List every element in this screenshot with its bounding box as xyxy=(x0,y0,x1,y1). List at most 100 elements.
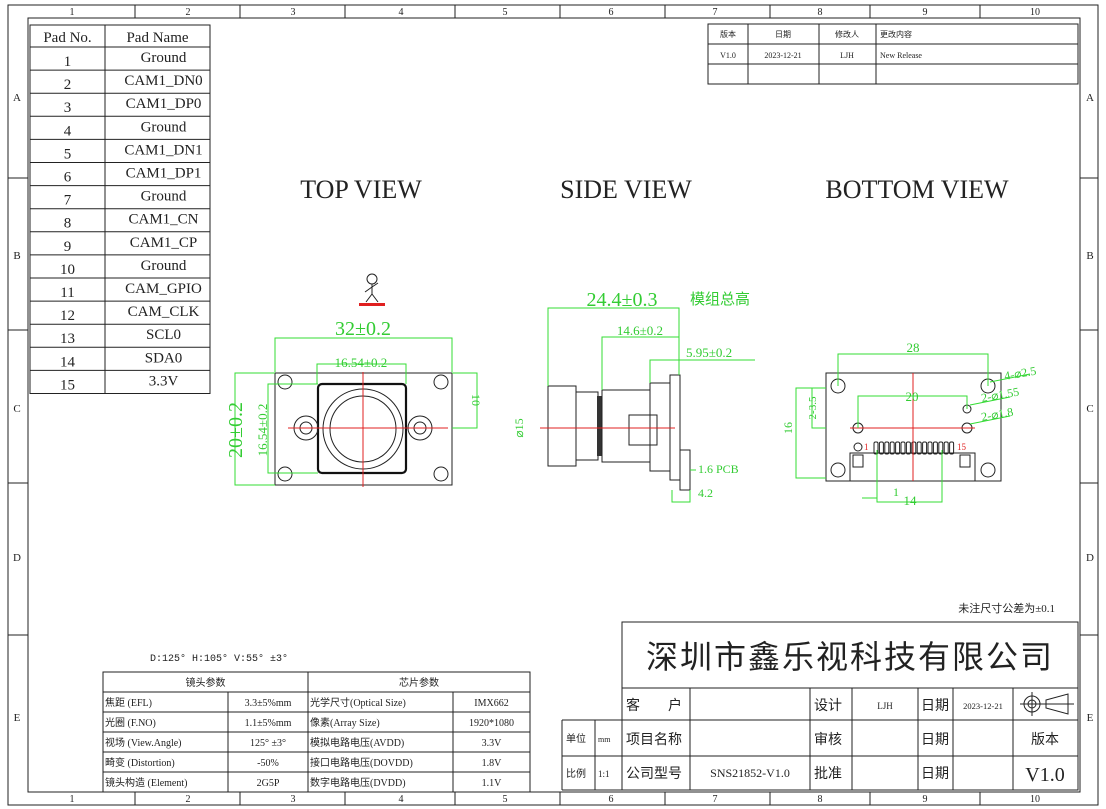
lens-param-value: 3.3±5%mm xyxy=(245,698,292,709)
pad-number: 11 xyxy=(60,285,74,301)
connector-pin xyxy=(943,441,949,455)
row-label: D xyxy=(13,552,21,564)
pad-number: 9 xyxy=(64,239,72,255)
connector-pin xyxy=(922,441,928,455)
unit-label: 单位 xyxy=(566,732,586,745)
approve-label: 批准 xyxy=(814,766,842,782)
dim-d1: 14.6±0.2 xyxy=(617,323,663,338)
dim-offset: 10 xyxy=(469,394,483,406)
pad-name: Ground xyxy=(141,258,187,274)
pin-15-label: 15 xyxy=(957,442,967,452)
col-label: 1 xyxy=(70,7,75,18)
lens-params-header: 镜头参数 xyxy=(186,676,226,689)
dim-pitch: 1 xyxy=(893,485,899,499)
pad-name: CAM_GPIO xyxy=(125,281,202,297)
col-label: 2 xyxy=(186,7,191,18)
pin-1-label: 1 xyxy=(864,442,869,452)
row-label: B xyxy=(13,250,20,262)
lens-param-value: -50% xyxy=(257,758,279,769)
col-label: 6 xyxy=(609,7,614,18)
chip-param-value: 3.3V xyxy=(482,738,503,749)
row-label: D xyxy=(1086,552,1094,564)
scale-value: 1:1 xyxy=(598,769,610,779)
col-label: 5 xyxy=(503,794,508,805)
col-label: 3 xyxy=(291,794,296,805)
scale-label: 比例 xyxy=(566,767,586,780)
connector-pin xyxy=(884,441,890,455)
pad-name: Ground xyxy=(141,50,187,66)
chip-param-label: 光学尺寸(Optical Size) xyxy=(310,696,406,709)
col-label: 10 xyxy=(1030,794,1040,805)
pad-number: 5 xyxy=(64,146,72,162)
view-titles: TOP VIEW SIDE VIEW BOTTOM VIEW xyxy=(300,175,1009,204)
top-view-drawing: 32±0.2 16.54±0.2 20±0.2 16.54±0.2 10 xyxy=(225,273,483,487)
connector-pin xyxy=(932,441,938,455)
pad-name: Ground xyxy=(141,119,187,135)
tolerance-note: 未注尺寸公差为±0.1 xyxy=(958,601,1055,615)
pad-number: 2 xyxy=(64,77,72,93)
dim-lens-width: 16.54±0.2 xyxy=(335,355,388,370)
title-block: 深圳市鑫乐视科技有限公司 客 户 设计 LJH 日期 2023-12-21 单位… xyxy=(561,621,1079,791)
col-label: 2 xyxy=(186,794,191,805)
projection-symbol-icon xyxy=(1020,692,1074,716)
row-label: E xyxy=(1087,712,1094,724)
chip-param-value: IMX662 xyxy=(474,698,508,709)
dim-lens-height: 16.54±0.2 xyxy=(255,404,270,457)
pad-number: 1 xyxy=(64,54,72,70)
pad-name: CAM1_DP0 xyxy=(126,96,202,112)
connector-pin xyxy=(911,441,917,455)
chip-param-label: 模拟电路电压(AVDD) xyxy=(310,736,404,749)
connector-pin xyxy=(889,441,895,455)
row-label: E xyxy=(14,712,21,724)
pad-no-header: Pad No. xyxy=(43,30,91,46)
chip-param-label: 接口电路电压(DOVDD) xyxy=(310,756,413,769)
connector-pin xyxy=(938,441,944,455)
connector-pin xyxy=(905,441,911,455)
pad-name: Ground xyxy=(141,189,187,205)
review-label: 审核 xyxy=(814,732,842,748)
design-label: 设计 xyxy=(814,698,842,714)
designer-value: LJH xyxy=(877,701,893,711)
row-label: A xyxy=(1086,92,1094,104)
date-label: 日期 xyxy=(921,732,949,748)
pad-number: 12 xyxy=(60,308,75,324)
date-value: 2023-12-21 xyxy=(963,701,1003,711)
pad-name: CAM1_DN1 xyxy=(124,142,202,158)
outer-frame xyxy=(7,4,1099,806)
rev-cell: New Release xyxy=(880,51,922,60)
pad-number: 4 xyxy=(64,123,72,139)
rev-header: 日期 xyxy=(775,30,791,39)
col-label: 8 xyxy=(818,7,823,18)
company-name: 深圳市鑫乐视科技有限公司 xyxy=(646,639,1054,675)
project-label: 项目名称 xyxy=(626,732,682,748)
pad-name: CAM1_DP1 xyxy=(126,166,202,182)
lens-param-value: 1.1±5%mm xyxy=(245,718,292,729)
lens-param-label: 光圈 (F.NO) xyxy=(105,716,156,729)
inner-frame xyxy=(27,17,1081,793)
chip-param-label: 像素(Array Size) xyxy=(310,716,380,729)
side-view-drawing: 24.4±0.3 模组总高 14.6±0.2 5.95±0.2 ⌀15 1.6 … xyxy=(512,289,755,503)
fov-note: D:125° H:105° V:55° ±3° xyxy=(150,653,288,665)
top-view-title: TOP VIEW xyxy=(300,175,422,204)
col-label: 3 xyxy=(291,7,296,18)
pad-number: 13 xyxy=(60,331,75,347)
col-label: 7 xyxy=(713,7,718,18)
frame-ticks xyxy=(8,5,1098,805)
frame-row-labels: A B C D E A B C D E xyxy=(13,92,1094,724)
customer-label: 客 户 xyxy=(626,697,682,714)
pad-name: CAM1_DN0 xyxy=(124,73,202,89)
pad-name: CAM1_CN xyxy=(128,212,198,228)
chip-param-value: 1920*1080 xyxy=(469,718,514,729)
model-label: 公司型号 xyxy=(626,766,682,782)
orientation-figure-icon xyxy=(359,273,385,306)
chip-param-label: 数字电路电压(DVDD) xyxy=(310,776,406,789)
lens-param-label: 焦距 (EFL) xyxy=(105,696,152,709)
dim-total-height: 24.4±0.3 xyxy=(587,289,658,311)
pad-number: 10 xyxy=(60,262,75,278)
model-value: SNS21852-V1.0 xyxy=(710,766,790,780)
col-label: 1 xyxy=(70,794,75,805)
pad-number: 8 xyxy=(64,216,72,232)
connector-pin xyxy=(895,441,901,455)
